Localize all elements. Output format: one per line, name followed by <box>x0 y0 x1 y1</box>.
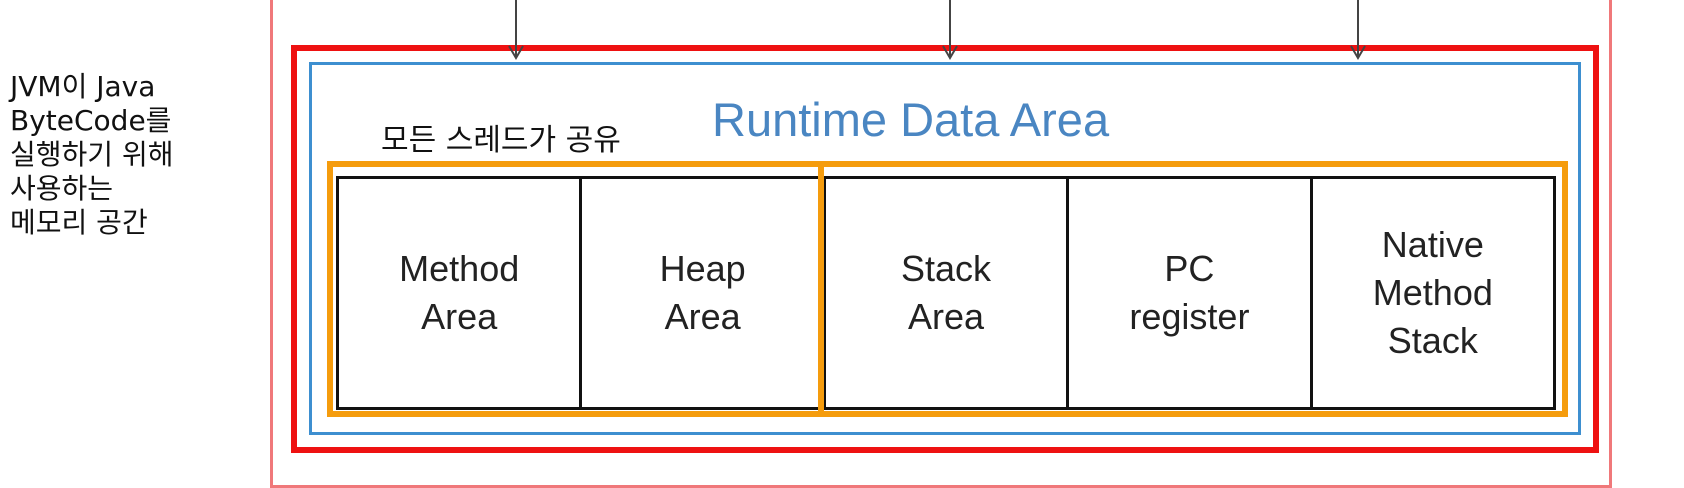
side-note: JVM이 Java ByteCode를 실행하기 위해 사용하는 메모리 공간 <box>10 70 250 240</box>
side-note-line: 메모리 공간 <box>10 206 148 239</box>
stack-area-label-line: Area <box>907 296 985 337</box>
side-note-line: 사용하는 <box>10 172 114 205</box>
heap-area-label-line: Area <box>664 296 741 337</box>
method-area-label-line: Method <box>399 248 520 289</box>
pc-register-label-line: register <box>1129 296 1250 337</box>
side-note-line: 실행하기 위해 <box>10 138 174 171</box>
runtime-data-area-frame <box>309 62 1581 435</box>
memory-areas-row: Method Area Heap Area Stack Area PC regi… <box>336 176 1556 410</box>
shared-by-all-threads-label: 모든 스레드가 공유 <box>381 123 621 158</box>
native-method-stack-box: Native Method Stack <box>1313 179 1553 407</box>
heap-area-label-line: Heap <box>659 248 746 289</box>
stack-area-label-line: Stack <box>900 248 992 289</box>
pc-register-label-line: PC <box>1164 248 1215 289</box>
native-method-stack-label-line: Method <box>1372 272 1493 313</box>
shared-areas-highlight <box>327 161 824 417</box>
native-method-stack-label-line: Native <box>1381 224 1484 265</box>
side-note-line: ByteCode를 <box>10 104 172 137</box>
per-thread-areas-highlight <box>818 161 1568 417</box>
stack-area-box: Stack Area <box>826 179 1070 407</box>
heap-area-box: Heap Area <box>582 179 826 407</box>
pc-register-box: PC register <box>1069 179 1313 407</box>
side-note-line: JVM이 Java <box>10 70 156 103</box>
runtime-data-area-title: Runtime Data Area <box>712 93 1110 146</box>
native-method-stack-label-line: Stack <box>1387 320 1478 361</box>
method-area-label-line: Area <box>421 296 498 337</box>
method-area-box: Method Area <box>339 179 583 407</box>
